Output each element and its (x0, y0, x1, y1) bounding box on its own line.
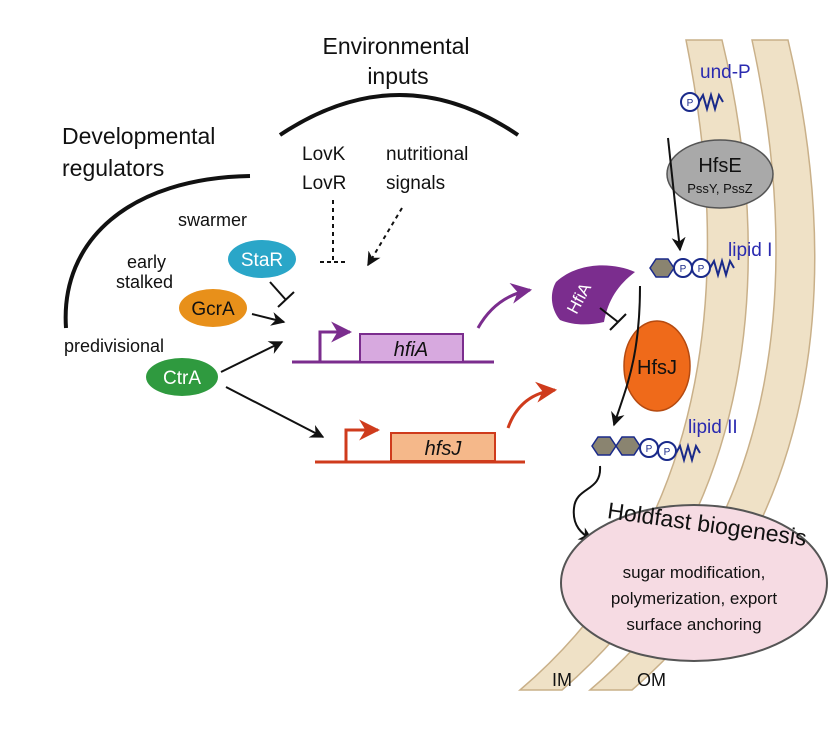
environmental-inputs-label-2: inputs (367, 63, 428, 89)
hfsj-gene-box (390, 432, 496, 462)
predivisional-label: predivisional (64, 336, 164, 356)
holdfast-line-3: surface anchoring (626, 615, 761, 634)
developmental-regulators-label-1: Developmental (62, 123, 215, 149)
star-ellipse (228, 240, 296, 278)
om-label: OM (637, 670, 666, 690)
ctra-ellipse (146, 358, 218, 396)
svg-text:P: P (664, 447, 671, 458)
early-label: early (127, 252, 166, 272)
gcra-ellipse (179, 289, 247, 327)
lipid-i-to-lipid-ii-arrow (611, 285, 641, 427)
swarmer-label: swarmer (178, 210, 247, 230)
hfsj-ellipse (623, 320, 691, 412)
gcra-label: GcrA (191, 299, 235, 320)
hfsj-expression-arrow (506, 381, 558, 429)
star-label: StaR (241, 250, 283, 271)
svg-text:P: P (698, 264, 705, 275)
hfia-gene-box (359, 333, 464, 363)
nutritional-arrow (367, 207, 403, 267)
lipid-ii-label: lipid II (688, 417, 738, 438)
hfsj-promoter (344, 419, 381, 462)
ctra-arrow-to-hfsj (225, 386, 325, 438)
lipid-ii-molecule: P P (591, 436, 701, 464)
holdfast-line-1: sugar modification, (623, 563, 766, 582)
holdfast-line-2: polymerization, export (611, 589, 778, 608)
und-p-molecule: P (680, 91, 724, 113)
und-p-label: und-P (700, 62, 751, 83)
hfia-expression-arrow (476, 282, 533, 329)
nutritional-label: nutritional (386, 144, 468, 165)
gcra-arrow (251, 312, 286, 326)
svg-text:P: P (680, 264, 687, 275)
svg-text:P: P (646, 444, 653, 455)
hfia-inhibition-line (599, 307, 619, 323)
svg-text:P: P (687, 98, 694, 109)
lipid-i-molecule: P P (649, 257, 735, 279)
holdfast-ellipse (560, 504, 828, 662)
environmental-arc (278, 93, 520, 137)
star-inhibition-line (269, 281, 287, 301)
hfsj-protein-label: HfsJ (637, 357, 677, 379)
und-p-to-lipid-i-arrow (667, 137, 686, 252)
hfia-inhibition-bar (609, 313, 627, 331)
stalked-label: stalked (116, 272, 173, 292)
developmental-regulators-label-2: regulators (62, 155, 164, 181)
environmental-inputs-label-1: Environmental (322, 33, 469, 59)
hfse-ellipse (666, 139, 774, 209)
hfsj-gene-label: hfsJ (425, 438, 463, 460)
lovk-label: LovK (302, 144, 346, 165)
hfia-promoter (318, 321, 353, 362)
hfse-label: HfsE (698, 155, 741, 177)
signals-label: signals (386, 173, 445, 194)
ctra-arrow-to-hfia (220, 341, 284, 373)
hfia-gene-label: hfiA (394, 339, 428, 361)
developmental-arc (63, 174, 251, 329)
ctra-label: CtrA (163, 368, 201, 389)
star-inhibition-bar (277, 291, 295, 308)
lipid-ii-to-holdfast-arrow (572, 465, 602, 541)
lipid-i-label: lipid I (728, 240, 772, 261)
im-label: IM (552, 670, 572, 690)
lovr-label: LovR (302, 173, 346, 194)
hfse-sub-label: PssY, PssZ (687, 181, 753, 196)
hfia-protein-shape (551, 265, 635, 325)
